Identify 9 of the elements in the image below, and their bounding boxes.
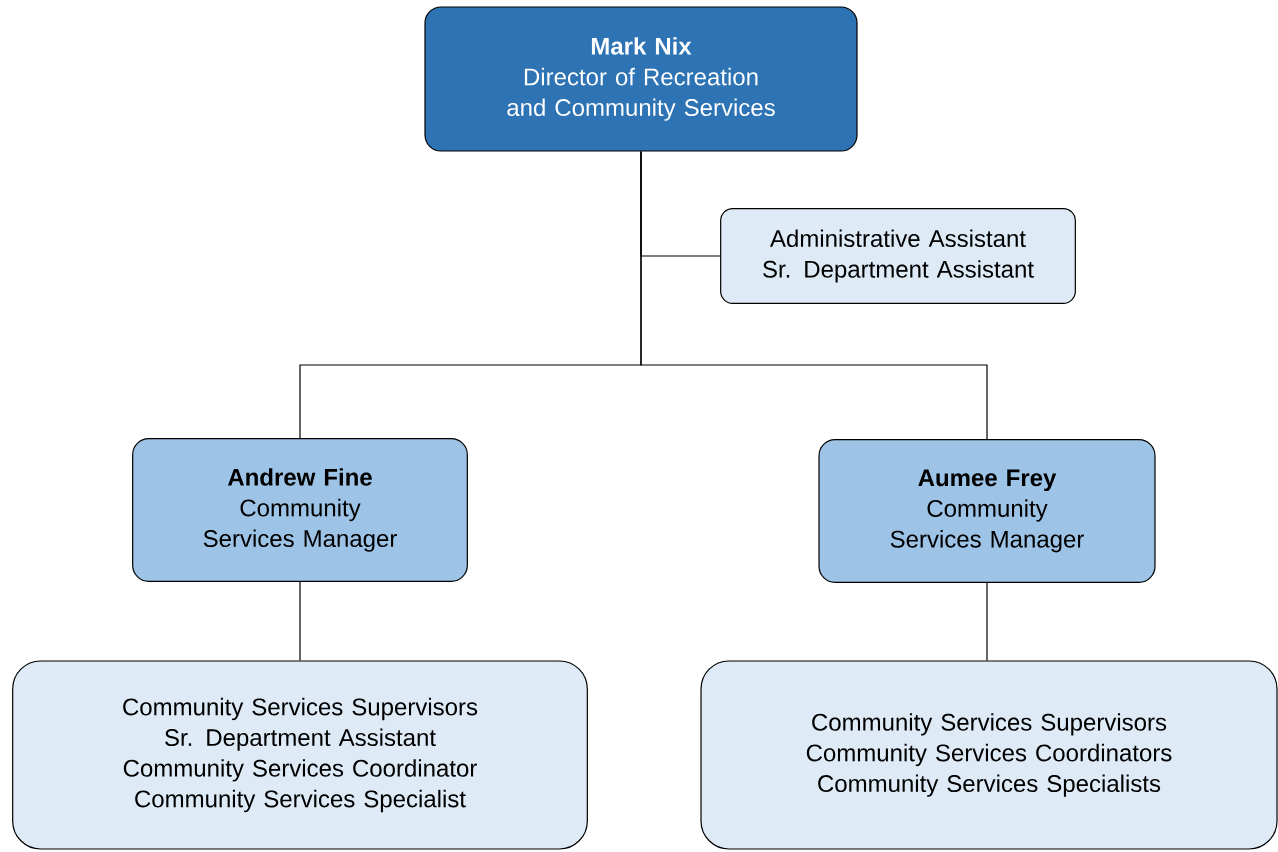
role-box: Community Services Supervisors Sr. Department Assistant Community Services Coordinator Community Services Specialist: [12, 660, 588, 850]
person-box: Mark Nix Director of Recreation and Community Services: [424, 6, 858, 152]
connector-line: [986, 582, 988, 661]
person-box: Aumee Frey Community Services Manager: [818, 439, 1156, 583]
person-box: Andrew Fine Community Services Manager: [132, 438, 468, 582]
role-box: Administrative Assistant Sr. Department Assistant: [720, 208, 1076, 304]
connector-line: [299, 581, 301, 661]
role-box: Community Services Supervisors Community Services Coordinators Community Services Specialists: [700, 660, 1278, 850]
connector-line: [640, 151, 988, 440]
